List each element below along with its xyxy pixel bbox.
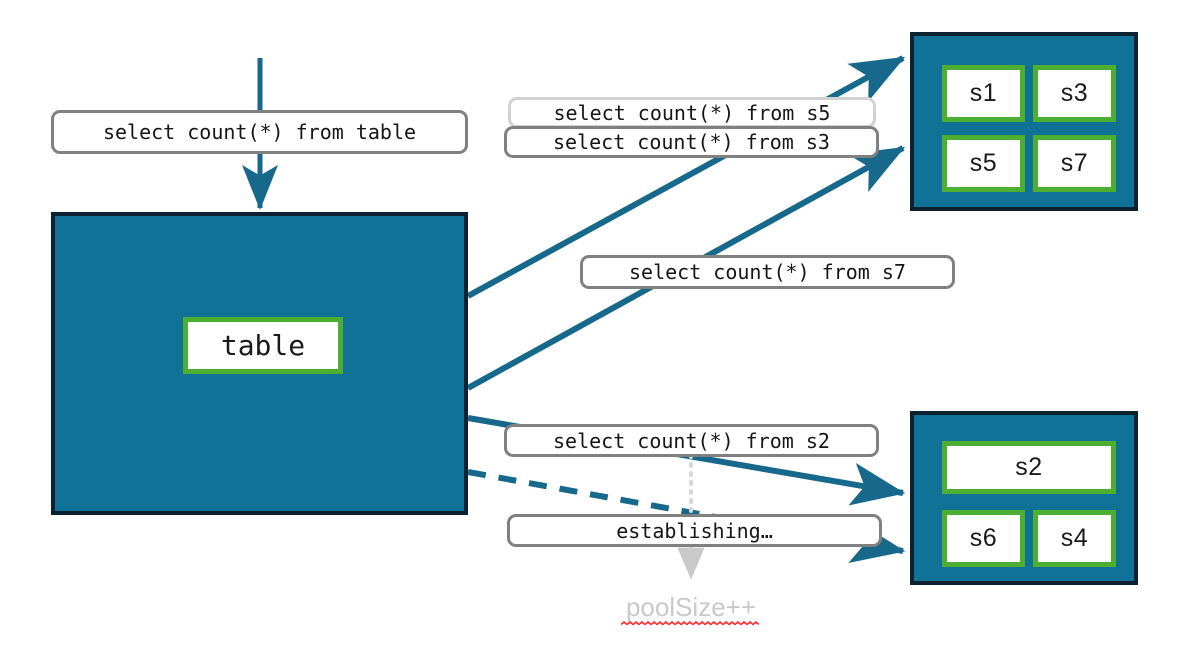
server-node-s2[interactable]: s2 [942, 441, 1116, 494]
query-label-table[interactable]: select count(*) from table [51, 110, 468, 154]
poolsize-annotation: poolSize++ [600, 592, 782, 626]
pool-bottom: s2 s6 s4 [910, 411, 1138, 585]
query-label-s3[interactable]: select count(*) from s3 [504, 126, 879, 158]
server-node-s6[interactable]: s6 [942, 510, 1025, 567]
table-node[interactable]: table [183, 317, 343, 374]
query-label-s7[interactable]: select count(*) from s7 [580, 255, 955, 289]
poolsize-text: poolSize++ [625, 592, 757, 622]
table-container: table [51, 212, 468, 515]
server-node-s1[interactable]: s1 [942, 65, 1025, 122]
label-establishing[interactable]: establishing… [507, 514, 882, 547]
pool-top: s1 s3 s5 s7 [910, 32, 1138, 211]
query-label-s5[interactable]: select count(*) from s5 [508, 97, 876, 128]
server-node-s5[interactable]: s5 [942, 135, 1025, 192]
server-node-s4[interactable]: s4 [1033, 510, 1116, 567]
spellcheck-underline-icon [621, 621, 760, 626]
query-label-s2[interactable]: select count(*) from s2 [504, 424, 879, 457]
server-node-s3[interactable]: s3 [1033, 65, 1116, 122]
server-node-s7[interactable]: s7 [1033, 135, 1116, 192]
